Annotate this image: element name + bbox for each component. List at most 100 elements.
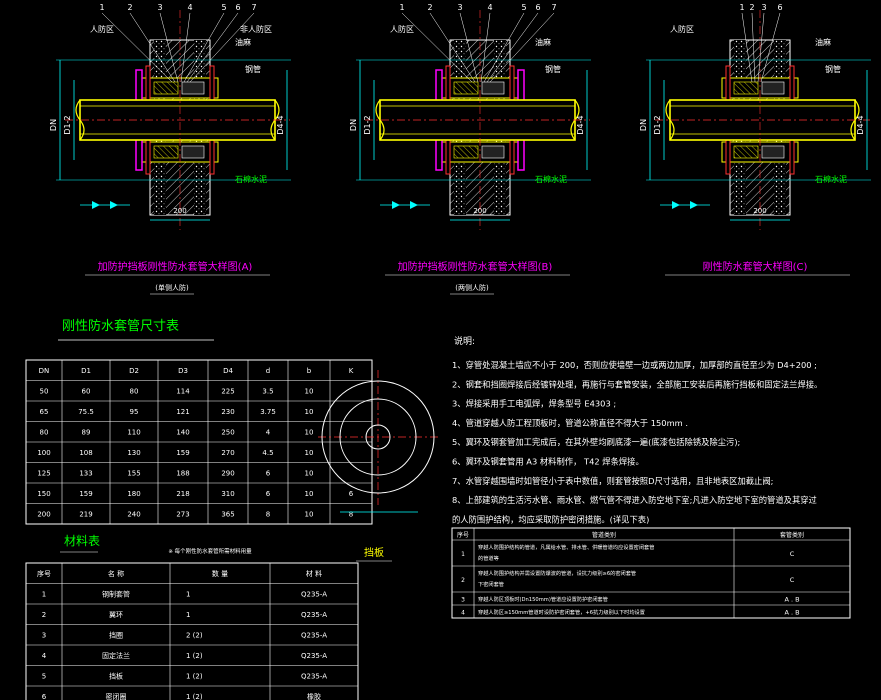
material-table-cell: 1 (2) <box>186 652 203 660</box>
callout-number: 2 <box>127 3 132 12</box>
label-rf-zone: 人防区 <box>670 24 694 34</box>
label-rf-zone: 人防区 <box>390 24 414 34</box>
plate-outer-circle <box>321 380 435 494</box>
label-asbestos: 石棉水泥 <box>815 174 847 184</box>
size-table-cell: 273 <box>176 511 189 519</box>
label-steel-pipe: 钢管 <box>545 64 561 74</box>
material-table-cell: 1 (2) <box>186 673 203 681</box>
callout-number: 1 <box>99 3 104 12</box>
notes-line: 3、焊接采用手工电弧焊，焊条型号 E4303 ; <box>452 399 616 409</box>
size-table-cell: 3.5 <box>262 388 273 396</box>
detail-title: 加防护挡板刚性防水套管大样图(B) <box>398 260 553 273</box>
material-table-cell: Q235-A <box>301 673 327 681</box>
material-table-cell: 6 <box>42 693 47 700</box>
oil-hemp-packing <box>733 81 759 95</box>
material-table-subtitle: ※ 每个刚性防水套管所需材料用量 <box>168 547 252 555</box>
callout-number: 5 <box>521 3 526 12</box>
asbestos-cement <box>181 145 205 159</box>
application-cell-desc: 穿越人防区≥150mm管道时设防护密闭套管，+6抗力级别以下时均设置 <box>478 608 645 616</box>
plate-plan-view: 挡板 <box>318 370 440 562</box>
size-table-cell: 121 <box>176 408 189 416</box>
size-table-cell: 3.75 <box>260 408 276 416</box>
size-table-cell: 130 <box>127 449 140 457</box>
size-table-header: D1 <box>81 367 91 375</box>
dim-200-label: 200 <box>753 207 766 215</box>
size-table-cell: 155 <box>127 470 140 478</box>
size-table-cell: 10 <box>305 490 314 498</box>
size-table-cell: 6 <box>349 490 354 498</box>
callout-number: 3 <box>761 3 766 12</box>
oil-hemp-packing <box>453 145 479 159</box>
oil-hemp-packing <box>153 145 179 159</box>
size-table-cell: 75.5 <box>78 408 94 416</box>
material-table-cell: 3 <box>42 632 46 640</box>
size-table-cell: 10 <box>305 429 314 437</box>
size-table-cell: 100 <box>37 449 50 457</box>
notes-line: 5、翼环及钢套管加工完成后，在其外壁均刷底漆一遍(底漆包括除锈及除尘污); <box>452 437 740 447</box>
material-table-cell: 1 <box>186 611 190 619</box>
size-table-header: DN <box>39 367 50 375</box>
size-table-cell: 10 <box>305 511 314 519</box>
plan-label: 挡板 <box>364 546 384 559</box>
size-table-cell: 159 <box>79 490 92 498</box>
application-cell-type: A . B <box>784 609 799 617</box>
size-table-cell: 159 <box>176 449 189 457</box>
label-rf-zone: 人防区 <box>90 24 114 34</box>
material-table-cell: 密闭圈 <box>106 692 127 700</box>
size-table-cell: 60 <box>82 388 91 396</box>
application-table: 序号管道类别套管类别1穿越人防围护结构的管道，凡属给水管、排水管、供暖管道均应设… <box>451 527 851 619</box>
pipe-break-left <box>665 99 675 141</box>
notes-line: 7、水管穿越围墙时如管径小于表中数值，则套管按照D尺寸选用，且非地表区加截止阀; <box>452 476 773 486</box>
callout-number: 7 <box>551 3 556 12</box>
notes-line: 6、翼环及钢套管用 A3 材料制作， T42 焊条焊接。 <box>452 457 644 467</box>
callout-number: 4 <box>487 3 492 12</box>
callout-number: 6 <box>777 3 782 12</box>
application-cell-desc: 穿越人防围护结构的管道，凡属给水管、排水管、供暖管道均应设置密闭套管 <box>478 543 654 551</box>
material-table-cell: Q235-A <box>301 611 327 619</box>
size-table-cell: 310 <box>221 490 234 498</box>
callout-number: 3 <box>457 3 462 12</box>
notes-line: 的人防围护结构，均应采取防护密闭措施。(详见下表) <box>452 514 649 524</box>
size-table-header: b <box>307 367 312 375</box>
detail-title: 刚性防水套管大样图(C) <box>703 260 808 273</box>
size-table-cell: 219 <box>79 511 92 519</box>
size-table-cell: 6 <box>266 490 271 498</box>
leader-line <box>459 12 479 83</box>
size-table-cell: 180 <box>127 490 140 498</box>
arrow-marker <box>92 201 100 209</box>
material-table-cell: 钢制套管 <box>102 590 130 599</box>
size-table-cell: 8 <box>349 511 353 519</box>
label-non-rf-zone: 非人防区 <box>240 24 272 34</box>
leader-line <box>486 12 539 83</box>
arrow-marker <box>672 201 680 209</box>
dim-d4-label: D4-4 <box>276 115 285 134</box>
application-cell-type: C <box>790 576 795 584</box>
size-table-cell: 230 <box>221 408 234 416</box>
size-table-cell: 89 <box>82 429 91 437</box>
pipe-break-left <box>75 99 85 141</box>
size-table-cell: 125 <box>37 470 50 478</box>
application-cell-type: C <box>790 550 795 558</box>
application-cell-desc: 的管道等 <box>478 554 499 562</box>
material-table-cell: 挡板 <box>109 672 123 681</box>
dim-d4-label: D4-4 <box>856 115 865 134</box>
size-table-cell: 110 <box>127 429 140 437</box>
dim-dn-label: DN <box>49 119 58 131</box>
size-table-header: d <box>266 367 270 375</box>
application-cell-no: 1 <box>461 551 465 558</box>
callout-number: 1 <box>739 3 744 12</box>
notes-line: 4、管道穿越人防工程顶板时，管道公称直径不得大于 150mm . <box>452 418 688 428</box>
size-table-cell: 10 <box>305 449 314 457</box>
application-table-frame <box>451 527 851 619</box>
material-table-cell: 2 (2) <box>186 632 203 640</box>
label-oil-hemp: 油麻 <box>815 37 831 47</box>
material-table-cell: 翼环 <box>109 611 123 619</box>
notes-title: 说明: <box>454 335 475 347</box>
leader-line <box>180 12 191 83</box>
size-table-cell: 108 <box>79 449 92 457</box>
leader-line <box>183 12 225 83</box>
